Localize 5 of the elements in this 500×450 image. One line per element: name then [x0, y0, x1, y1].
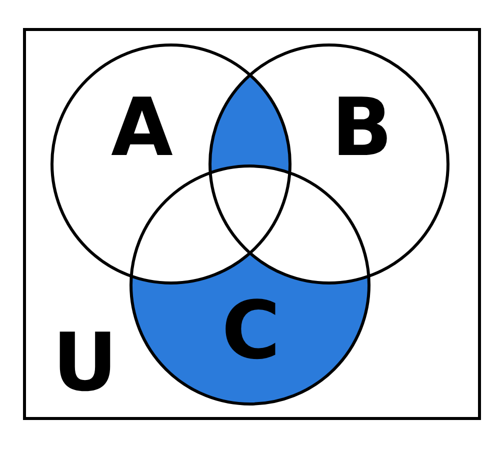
- set-label: A: [111, 88, 173, 168]
- set-label: C: [222, 291, 280, 371]
- universe-box: [23, 28, 481, 420]
- set-label: U: [52, 323, 118, 403]
- set-label: B: [332, 88, 392, 168]
